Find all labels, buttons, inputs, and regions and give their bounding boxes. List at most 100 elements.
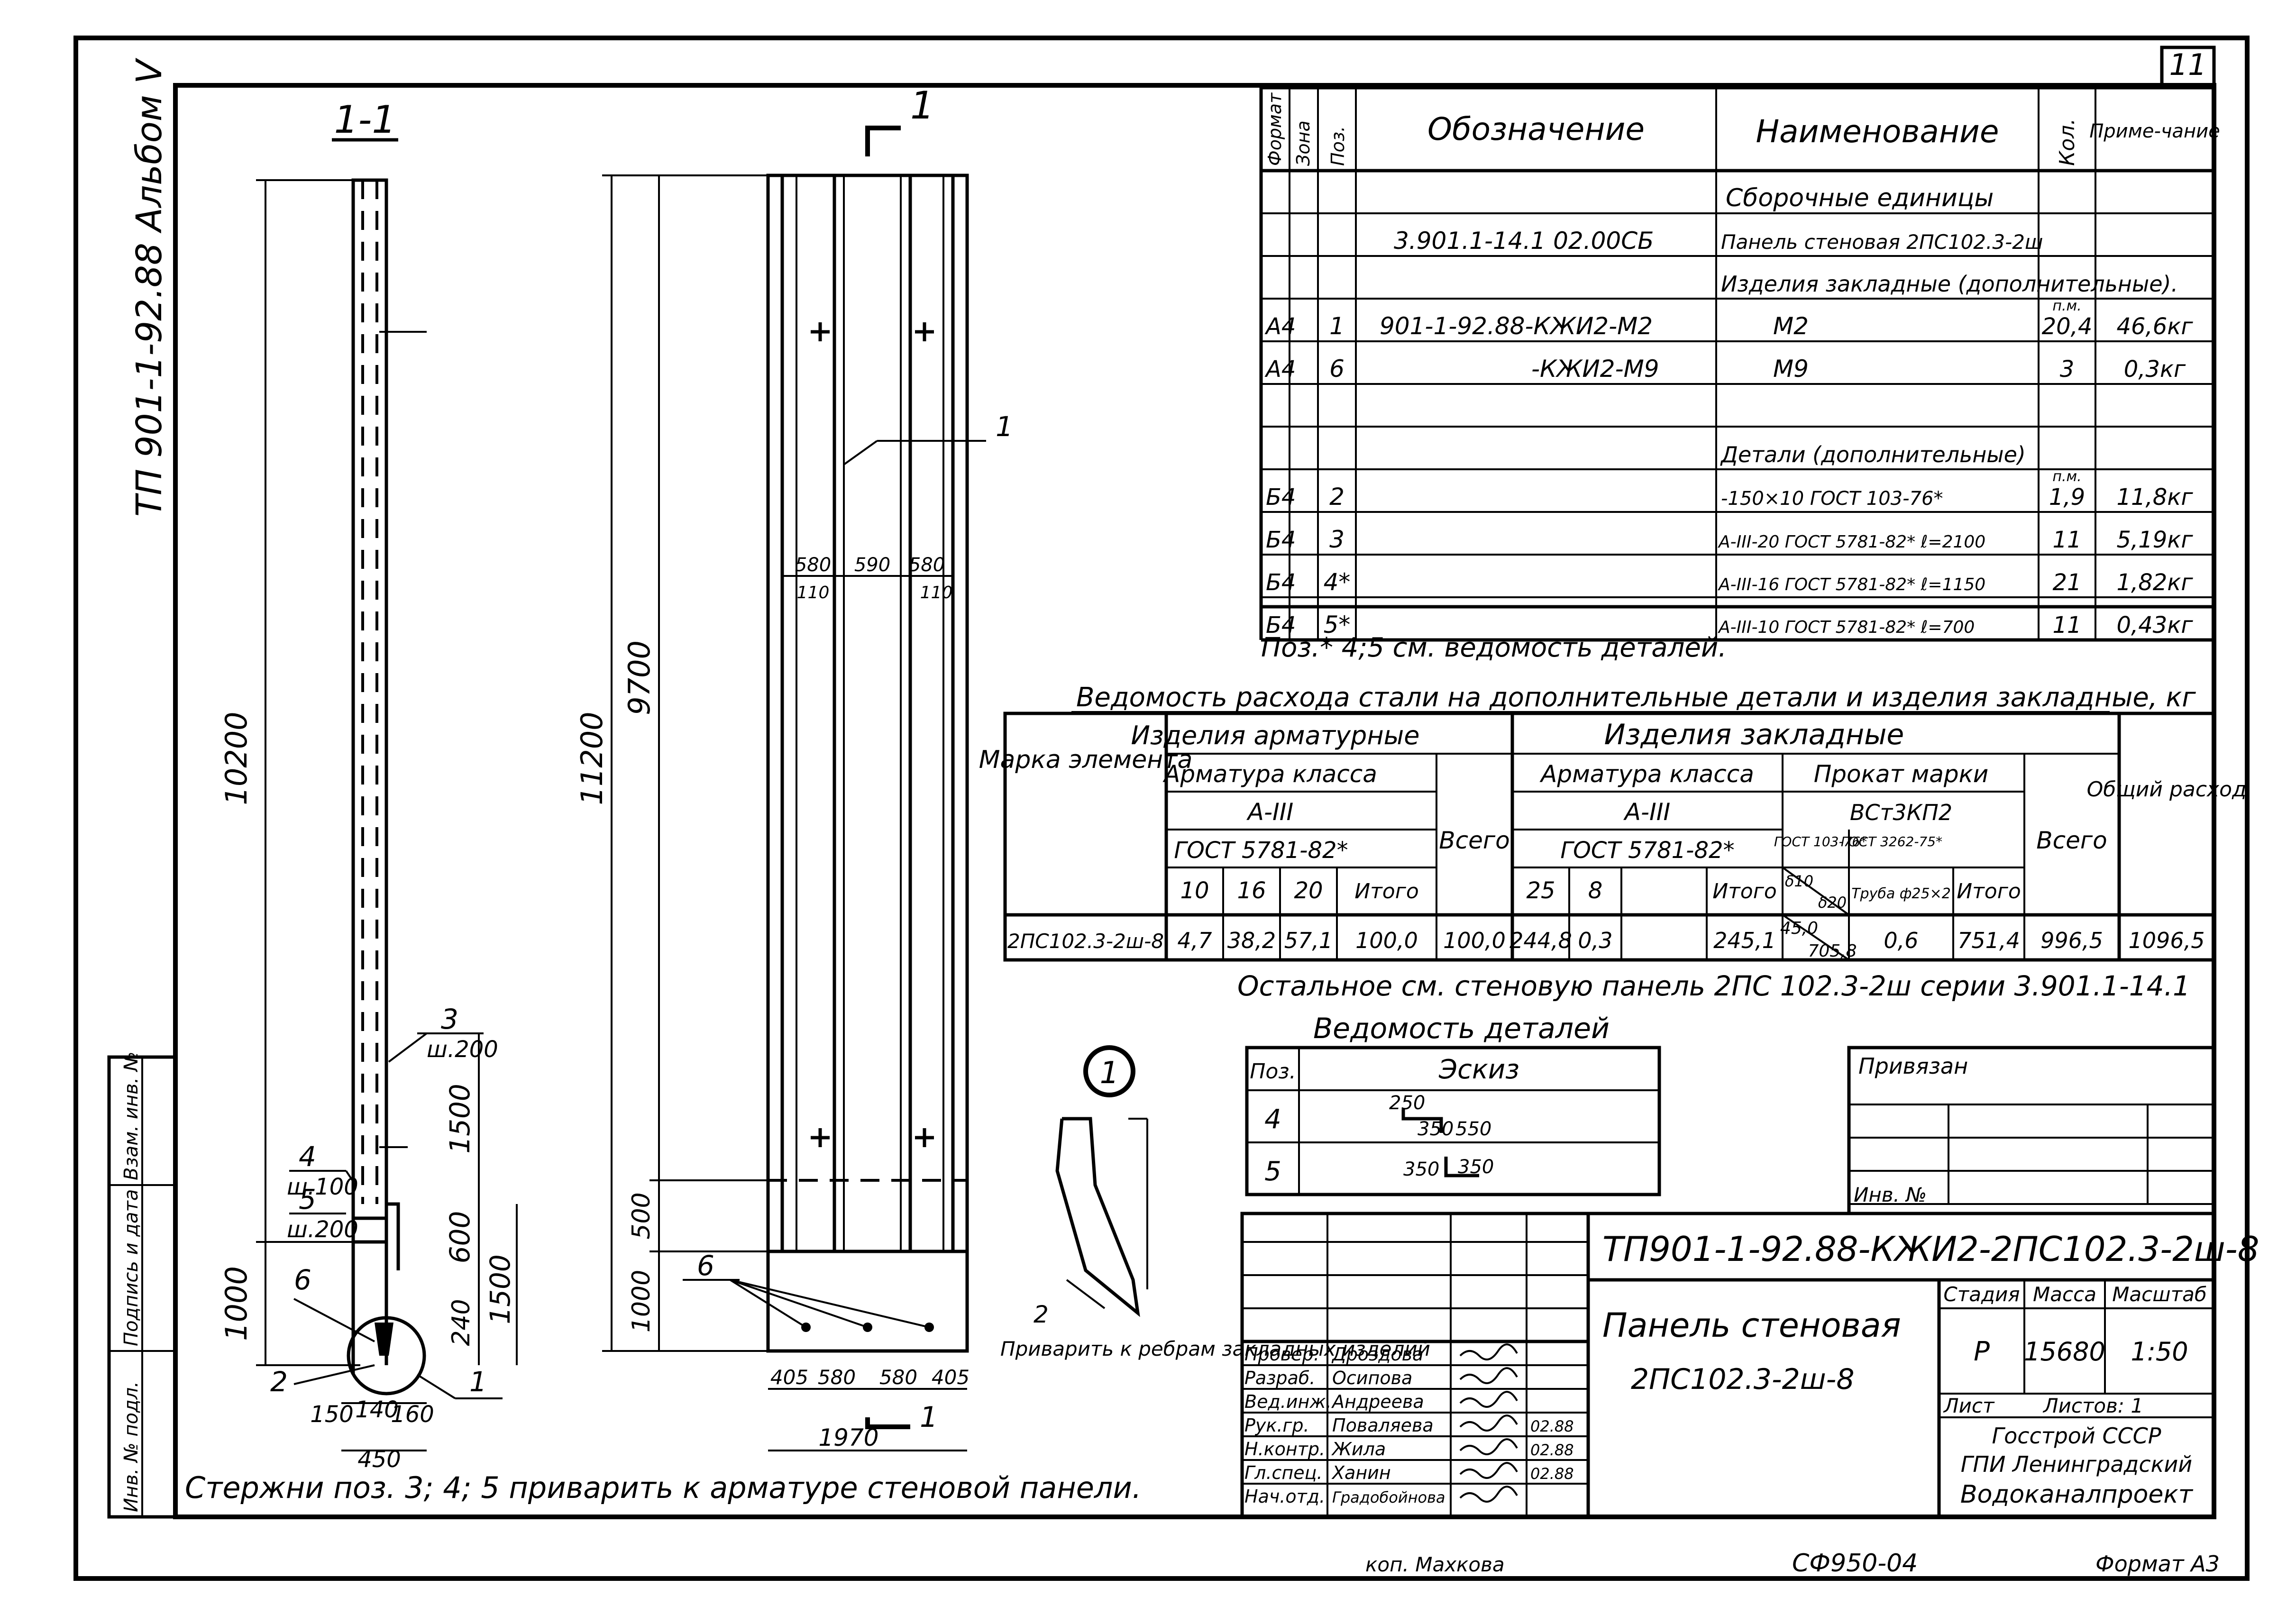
dim-140: 140	[355, 1396, 399, 1423]
steel-sub-pipe: Труба ф25×2	[1851, 885, 1951, 902]
spec-h-zone: Зона	[1293, 120, 1314, 166]
details-r5-a: 350	[1403, 1159, 1439, 1180]
steel-sub-itogo3: Итого	[1957, 879, 2021, 903]
outer-frame	[73, 36, 2250, 1581]
bound-label: Привязан	[1858, 1053, 1968, 1079]
spec-r7-note: 11,8кг	[2116, 484, 2193, 511]
stamp-role-5: Гл.спец.	[1244, 1462, 1323, 1483]
callout-4: 4	[299, 1140, 316, 1173]
stamp-sheets: Листов: 1	[2042, 1394, 2143, 1417]
section-mark-top: 1	[910, 83, 934, 128]
bound-table: Привязан Инв. №	[1847, 1046, 2216, 1215]
spec-r4-designation: -КЖИ2-М9	[1531, 355, 1659, 383]
steel-row-d1: 45,0	[1780, 919, 1818, 938]
spec-r4-qty: 3	[2060, 356, 2075, 383]
steel-row-a16: 38,2	[1227, 928, 1276, 953]
spec-r8-pos: 3	[1329, 526, 1345, 553]
steel-sub-a16: 16	[1237, 877, 1266, 904]
steel-table: Ведомость расхода стали на дополнительны…	[979, 682, 2247, 1002]
spec-r10-format: Б4	[1266, 612, 1296, 639]
spec-h-designation: Обозначение	[1427, 111, 1645, 147]
details-r4-a: 250	[1389, 1092, 1425, 1114]
stamp-role-6: Нач.отд.	[1244, 1486, 1325, 1507]
steel-h-mark: Марка элемента	[979, 746, 1193, 774]
steel-row-a10: 4,7	[1177, 928, 1212, 953]
details-h-sketch: Эскиз	[1438, 1054, 1519, 1085]
signature-0	[1459, 1343, 1518, 1360]
steel-row-e8: 0,3	[1578, 928, 1612, 953]
stamp-name-line2: 2ПС102.3-2ш-8	[1631, 1363, 1855, 1396]
spec-r8-name: А-III-20 ГОСТ 5781-82* ℓ=2100	[1718, 532, 1985, 552]
spec-footnote: Поз.* 4;5 см. ведомость деталей.	[1261, 632, 1727, 663]
spec-table: Формат Зона Поз. Обозначение Наименовани…	[1259, 86, 2220, 663]
callout-5: 5	[299, 1183, 316, 1215]
spec-r3-note: 46,6кг	[2116, 313, 2193, 340]
dim-10200: 10200	[219, 712, 254, 805]
dim-240: 240	[447, 1299, 476, 1346]
details-r4-c: 550	[1455, 1118, 1491, 1140]
steel-h-emb-gost: ГОСТ 5781-82*	[1560, 837, 1734, 864]
spec-h-format: Формат	[1264, 92, 1285, 166]
spec-r9-format: Б4	[1266, 569, 1296, 596]
stamp-date-5: 02.88	[1530, 1465, 1574, 1483]
signature-6	[1459, 1486, 1518, 1503]
steel-row-a20: 57,1	[1284, 928, 1333, 953]
spec-r4-pos: 6	[1329, 355, 1345, 383]
steel-h-total: Общий расход	[2087, 777, 2247, 802]
details-r5-pos: 5	[1264, 1156, 1281, 1187]
dim-9700: 9700	[622, 640, 657, 715]
bottom-note: Стержни поз. 3; 4; 5 приварить к арматур…	[185, 1470, 1142, 1505]
stamp-org1: Госстрой СССР	[1992, 1423, 2161, 1449]
spec-r3-designation: 901-1-92.88-КЖИ2-М2	[1380, 312, 1653, 340]
spec-r9-qty: 21	[2052, 569, 2081, 596]
spec-r2-name: Изделия закладные (дополнительные).	[1721, 271, 2178, 297]
steel-sub-d1: δ10	[1785, 872, 1813, 890]
signature-4	[1459, 1438, 1518, 1455]
spec-h-qty: Кол.	[2055, 119, 2079, 166]
steel-row-e25: 244,8	[1509, 928, 1572, 953]
stamp-role-0: Провер.	[1244, 1344, 1319, 1365]
stamp-name-1: Осипова	[1332, 1368, 1412, 1388]
steel-sub-a10: 10	[1180, 877, 1209, 904]
spec-r10-note: 0,43кг	[2116, 612, 2193, 639]
steel-title: Ведомость расхода стали на дополнительны…	[1076, 682, 2196, 713]
dim-500: 500	[627, 1192, 656, 1239]
callout-3: 3	[441, 1003, 458, 1035]
stamp-date-4: 02.88	[1530, 1441, 1574, 1459]
steel-h-prokat: Прокат марки	[1814, 760, 1989, 788]
signature-5	[1459, 1462, 1518, 1479]
steel-row-d2: 705,8	[1808, 941, 1857, 961]
steel-sub-d2: δ20	[1818, 894, 1847, 912]
dim-1500b: 1500	[484, 1254, 516, 1324]
steel-h-vsego2: Всего	[2036, 827, 2107, 854]
side-stamp: Инв. № подл. Подпись и дата Взам. инв. №	[107, 1051, 177, 1519]
stamp-role-2: Вед.инж.	[1244, 1391, 1332, 1412]
steel-h-gost: ГОСТ 5781-82*	[1174, 837, 1348, 864]
callout-3-step: ш.200	[427, 1036, 498, 1063]
stamp-name-3: Поваляева	[1332, 1415, 1434, 1436]
footer-copied: коп. Махкова	[1365, 1553, 1505, 1576]
stamp-stage: Р	[1974, 1336, 1990, 1367]
dim-450: 450	[357, 1446, 401, 1473]
section-1-1: 1-1 10200 1000 1500 600 240 1500 150	[219, 98, 518, 1473]
spec-r9-name: А-III-16 ГОСТ 5781-82* ℓ=1150	[1718, 575, 1985, 594]
spec-h-name: Наименование	[1756, 113, 1999, 150]
details-r4-pos: 4	[1264, 1104, 1281, 1135]
stamp-name-0: Дроздова	[1331, 1344, 1423, 1365]
spec-r4-name: М9	[1773, 355, 1809, 383]
dim-580-b: 580	[879, 1366, 917, 1389]
side-inv-repl: Взам. инв. №	[120, 1051, 142, 1180]
stamp-h-stage: Стадия	[1943, 1283, 2020, 1306]
stamp-scale: 1:50	[2131, 1337, 2188, 1367]
steel-h-emb-class-val: А-III	[1623, 798, 1670, 826]
steel-h-prokat-val: ВСт3КП2	[1850, 800, 1952, 825]
spec-r1-name: Панель стеновая 2ПС102.3-2ш	[1721, 230, 2043, 254]
spec-r1-designation: 3.901.1-14.1 02.00СБ	[1394, 227, 1654, 255]
spec-r8-format: Б4	[1266, 527, 1296, 553]
steel-row-vsego1: 100,0	[1443, 928, 1506, 953]
callout-6: 6	[294, 1264, 311, 1296]
steel-h-g1: ГОСТ 103-76*	[1774, 834, 1867, 849]
sheet-number-box	[2160, 46, 2216, 87]
spec-r10-name: А-III-10 ГОСТ 5781-82* ℓ=700	[1718, 618, 1975, 637]
